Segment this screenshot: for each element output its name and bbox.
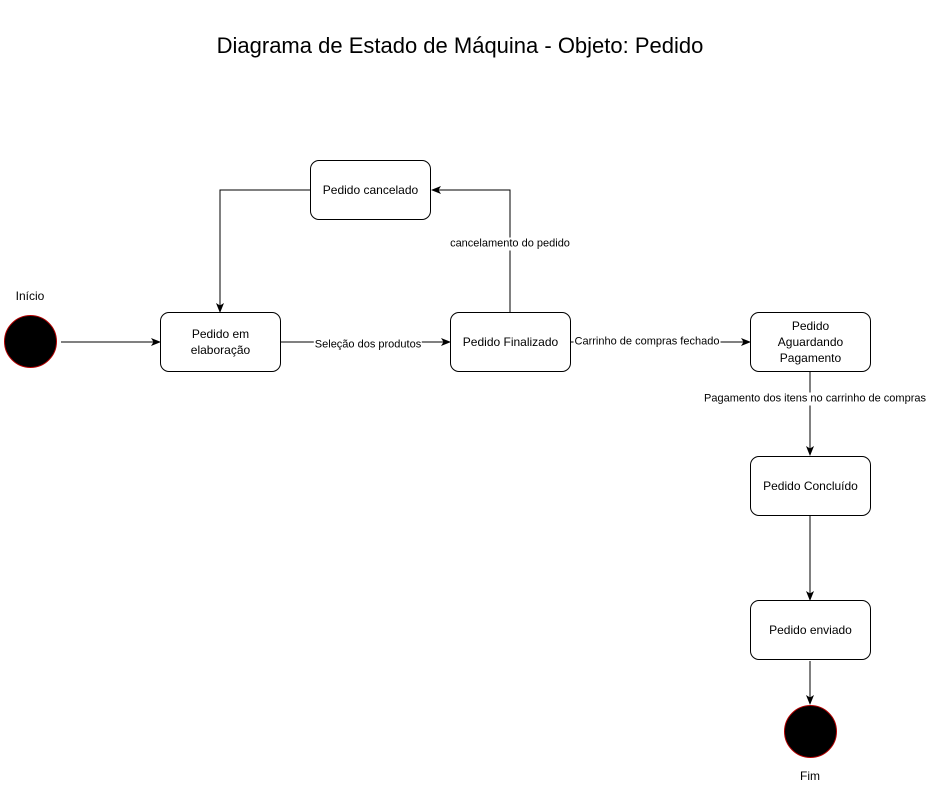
state-pedido-em-elaboracao-label: Pedido em elaboração — [190, 327, 251, 357]
diagram-title: Diagrama de Estado de Máquina - Objeto: … — [216, 33, 704, 58]
final-state-label: Fim — [800, 769, 820, 783]
transition-label-carrinho-de-compras-fechado: Carrinho de compras fechado — [573, 335, 721, 349]
final-state-node[interactable] — [784, 705, 837, 758]
state-pedido-enviado-label: Pedido enviado — [769, 623, 852, 637]
state-pedido-aguardando-pagamento[interactable]: Pedido Aguardando Pagamento — [750, 312, 871, 372]
arrow-finalizado-to-cancelado — [431, 186, 511, 312]
arrow-cancelado-to-em-elaboracao — [216, 189, 310, 313]
state-pedido-finalizado-label: Pedido Finalizado — [462, 335, 559, 349]
state-pedido-cancelado-label: Pedido cancelado — [322, 183, 419, 197]
state-pedido-finalizado[interactable]: Pedido Finalizado — [450, 312, 571, 372]
state-pedido-aguardando-pagamento-label: Pedido Aguardando Pagamento — [777, 319, 844, 365]
transition-label-selecao-dos-produtos: Seleção dos produtos — [313, 338, 423, 352]
state-pedido-enviado[interactable]: Pedido enviado — [750, 600, 871, 660]
state-pedido-concluido[interactable]: Pedido Concluído — [750, 456, 871, 516]
initial-state-label: Início — [15, 289, 45, 303]
state-pedido-concluido-label: Pedido Concluído — [763, 479, 858, 493]
state-pedido-em-elaboracao[interactable]: Pedido em elaboração — [160, 312, 281, 372]
initial-state-node[interactable] — [4, 315, 57, 368]
transition-label-pagamento-dos-itens: Pagamento dos itens no carrinho de compr… — [703, 392, 926, 406]
state-pedido-cancelado[interactable]: Pedido cancelado — [310, 160, 431, 220]
transition-label-cancelamento-do-pedido: cancelamento do pedido — [449, 237, 571, 251]
